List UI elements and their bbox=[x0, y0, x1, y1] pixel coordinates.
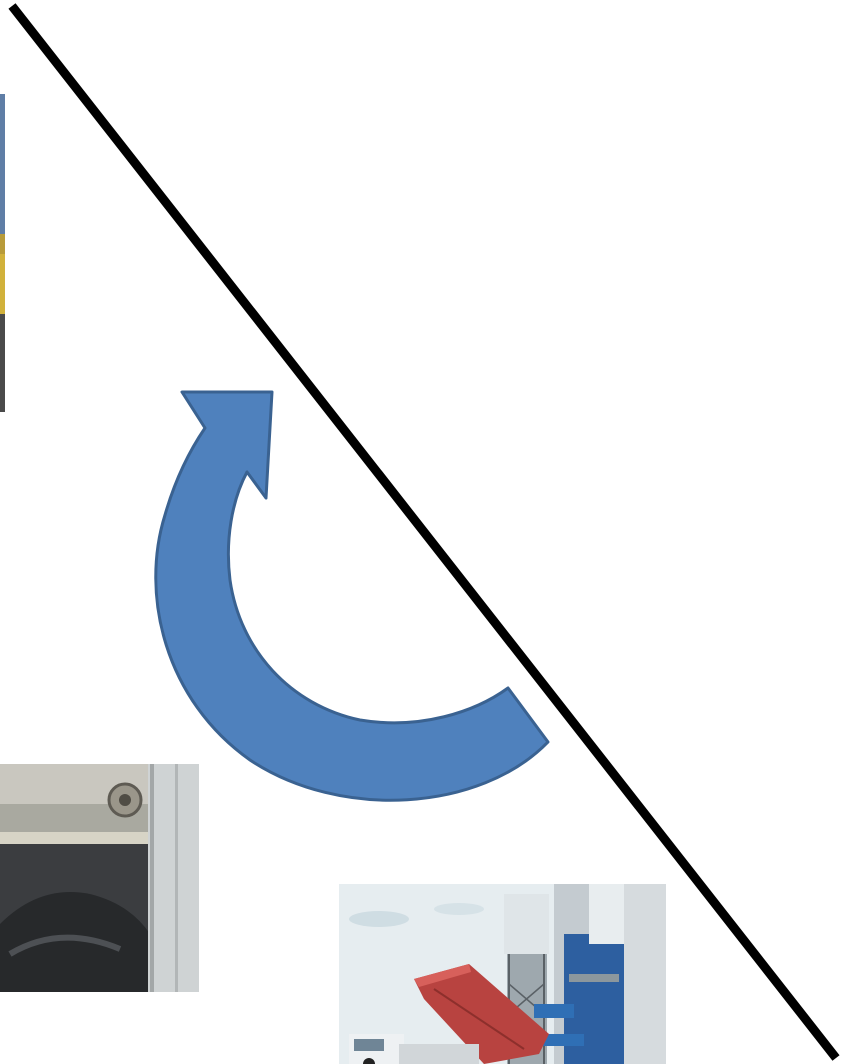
diagonal-divider-line bbox=[12, 6, 836, 1058]
cycle-arrow-icon bbox=[156, 392, 548, 800]
